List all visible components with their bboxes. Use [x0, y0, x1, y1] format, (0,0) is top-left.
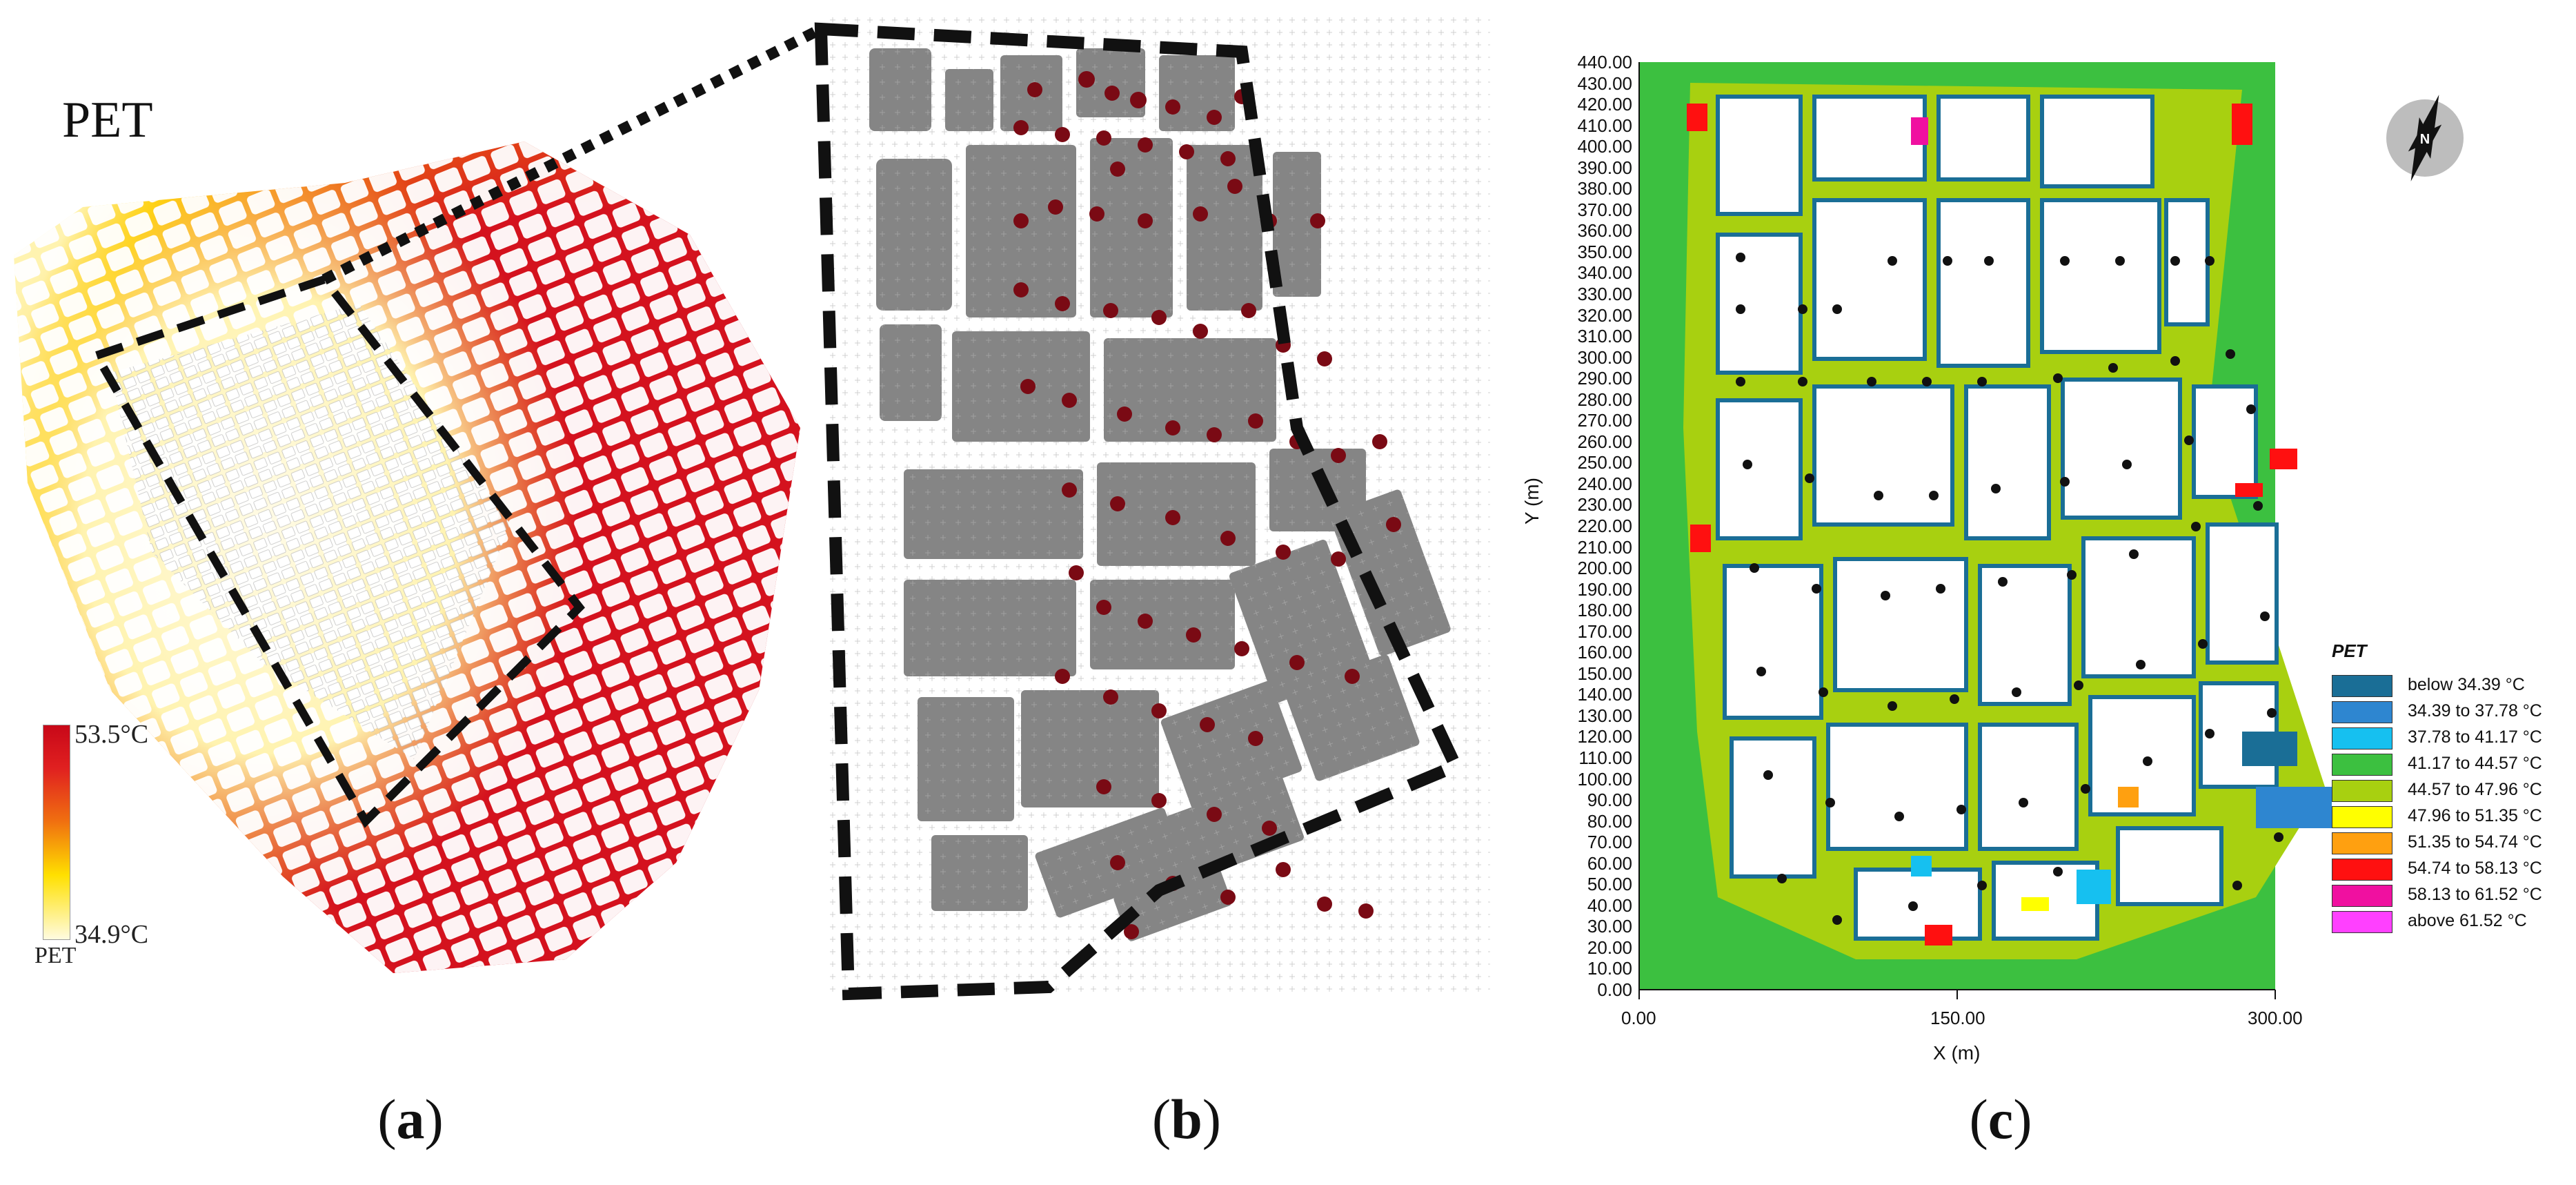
legend-label: below 34.39 °C: [2408, 675, 2525, 694]
y-tick-label: 350.00: [1577, 241, 1632, 262]
y-tick-label: 180.00: [1577, 600, 1632, 621]
y-tick-label: 60.00: [1587, 852, 1632, 874]
y-tick-label: 210.00: [1577, 536, 1632, 558]
y-tick-label: 420.00: [1577, 94, 1632, 115]
y-tick-label: 200.00: [1577, 558, 1632, 579]
colorbar-max-label: 53.5°C: [75, 720, 149, 749]
panel-a-pet-map: PET: [0, 0, 814, 1008]
legend-swatch: [2332, 780, 2392, 802]
legend-swatch: [2332, 754, 2392, 776]
colorbar-min-label: 34.9°C: [75, 920, 149, 949]
caption-a: (a): [377, 1088, 444, 1150]
y-tick-label: 10.00: [1587, 958, 1632, 979]
y-tick-label: 400.00: [1577, 136, 1632, 157]
y-tick-label: 410.00: [1577, 115, 1632, 136]
y-tick-label: 300.00: [1577, 346, 1632, 368]
x-axis-title: X (m): [1933, 1042, 1981, 1064]
y-tick-label: 240.00: [1577, 473, 1632, 494]
caption-b: (b): [1151, 1088, 1222, 1150]
y-tick-label: 360.00: [1577, 220, 1632, 242]
y-tick-label: 160.00: [1577, 642, 1632, 663]
y-tick-label: 140.00: [1577, 684, 1632, 705]
hot-spots: [1687, 104, 2332, 946]
x-tick-150: 150.00: [1930, 1008, 1985, 1028]
y-tick-label: 430.00: [1577, 72, 1632, 94]
y-tick-label: 0.00: [1597, 979, 1632, 1000]
legend-label: above 61.52 °C: [2408, 911, 2527, 930]
x-tick-300: 300.00: [2248, 1008, 2303, 1028]
y-tick-label: 390.00: [1577, 157, 1632, 178]
caption-c: (c): [1969, 1088, 2032, 1150]
legend-label: 58.13 to 61.52 °C: [2408, 885, 2542, 904]
legend-swatch: [2332, 727, 2392, 750]
y-tick-label: 40.00: [1587, 894, 1632, 916]
y-tick-label: 50.00: [1587, 874, 1632, 895]
y-tick-label: 380.00: [1577, 178, 1632, 199]
y-tick-label: 310.00: [1577, 326, 1632, 347]
y-tick-label: 340.00: [1577, 262, 1632, 284]
building-blocks-c: [1716, 95, 2279, 941]
y-tick-label: 270.00: [1577, 410, 1632, 431]
colorbar-axis-label: PET: [34, 943, 77, 968]
y-tick-label: 80.00: [1587, 810, 1632, 832]
legend-label: 44.57 to 47.96 °C: [2408, 780, 2542, 799]
panel-a-title: PET: [62, 92, 153, 148]
pet-colorbar: [43, 725, 70, 940]
svg-text:N: N: [2420, 132, 2430, 147]
legend-title: PET: [2332, 640, 2367, 661]
y-tick-label: 120.00: [1577, 726, 1632, 747]
legend-swatch: [2332, 675, 2392, 697]
y-tick-label: 70.00: [1587, 832, 1632, 853]
y-tick-label: 370.00: [1577, 199, 1632, 220]
y-tick-label: 190.00: [1577, 578, 1632, 600]
y-tick-label: 220.00: [1577, 516, 1632, 536]
building-footprints: [869, 48, 1451, 941]
y-tick-label: 90.00: [1587, 790, 1632, 811]
north-arrow-icon: N: [2386, 95, 2464, 182]
legend-label: 54.74 to 58.13 °C: [2408, 859, 2542, 878]
legend-label: 41.17 to 44.57 °C: [2408, 754, 2542, 773]
legend-swatch: [2332, 806, 2392, 828]
y-tick-label: 230.00: [1577, 494, 1632, 516]
legend-swatch: [2332, 859, 2392, 881]
pet-simulation-plot: [1638, 62, 2332, 999]
y-tick-label: 110.00: [1578, 747, 1632, 768]
y-tick-label: 260.00: [1577, 431, 1632, 452]
y-tick-label: 150.00: [1577, 663, 1632, 684]
legend-swatch: [2332, 885, 2392, 907]
y-tick-label: 440.00: [1577, 52, 1632, 72]
legend-label: 51.35 to 54.74 °C: [2408, 832, 2542, 852]
legend-swatch: [2332, 832, 2392, 854]
legend-label: 34.39 to 37.78 °C: [2408, 701, 2542, 721]
y-tick-label: 20.00: [1587, 937, 1632, 958]
panel-b-site-plan: [814, 14, 1504, 1001]
x-tick-0: 0.00: [1621, 1008, 1656, 1028]
legend-swatch: [2332, 701, 2392, 723]
y-tick-label: 170.00: [1577, 620, 1632, 642]
receptor-points: [1736, 253, 2283, 925]
y-tick-label: 280.00: [1577, 389, 1632, 410]
y-tick-label: 250.00: [1577, 452, 1632, 473]
legend-label: 47.96 to 51.35 °C: [2408, 806, 2542, 825]
study-area-outline-b: [814, 22, 1465, 1001]
y-tick-label: 320.00: [1577, 304, 1632, 326]
y-axis-title: Y (m): [1521, 478, 1543, 525]
x-axis-minor-ticks: [1638, 990, 2276, 999]
legend-swatch: [2332, 911, 2392, 933]
y-tick-label: 30.00: [1587, 916, 1632, 937]
receptor-markers: [1013, 71, 1401, 939]
pet-heat-map: [14, 141, 800, 973]
study-area-outline-a: [90, 274, 585, 828]
legend-label: 37.78 to 41.17 °C: [2408, 727, 2542, 747]
y-tick-label: 330.00: [1577, 284, 1632, 304]
y-tick-label: 100.00: [1577, 768, 1632, 790]
y-tick-label: 130.00: [1577, 705, 1632, 726]
receptor-site-plan: [814, 14, 1490, 1001]
y-tick-label: 290.00: [1577, 368, 1632, 389]
